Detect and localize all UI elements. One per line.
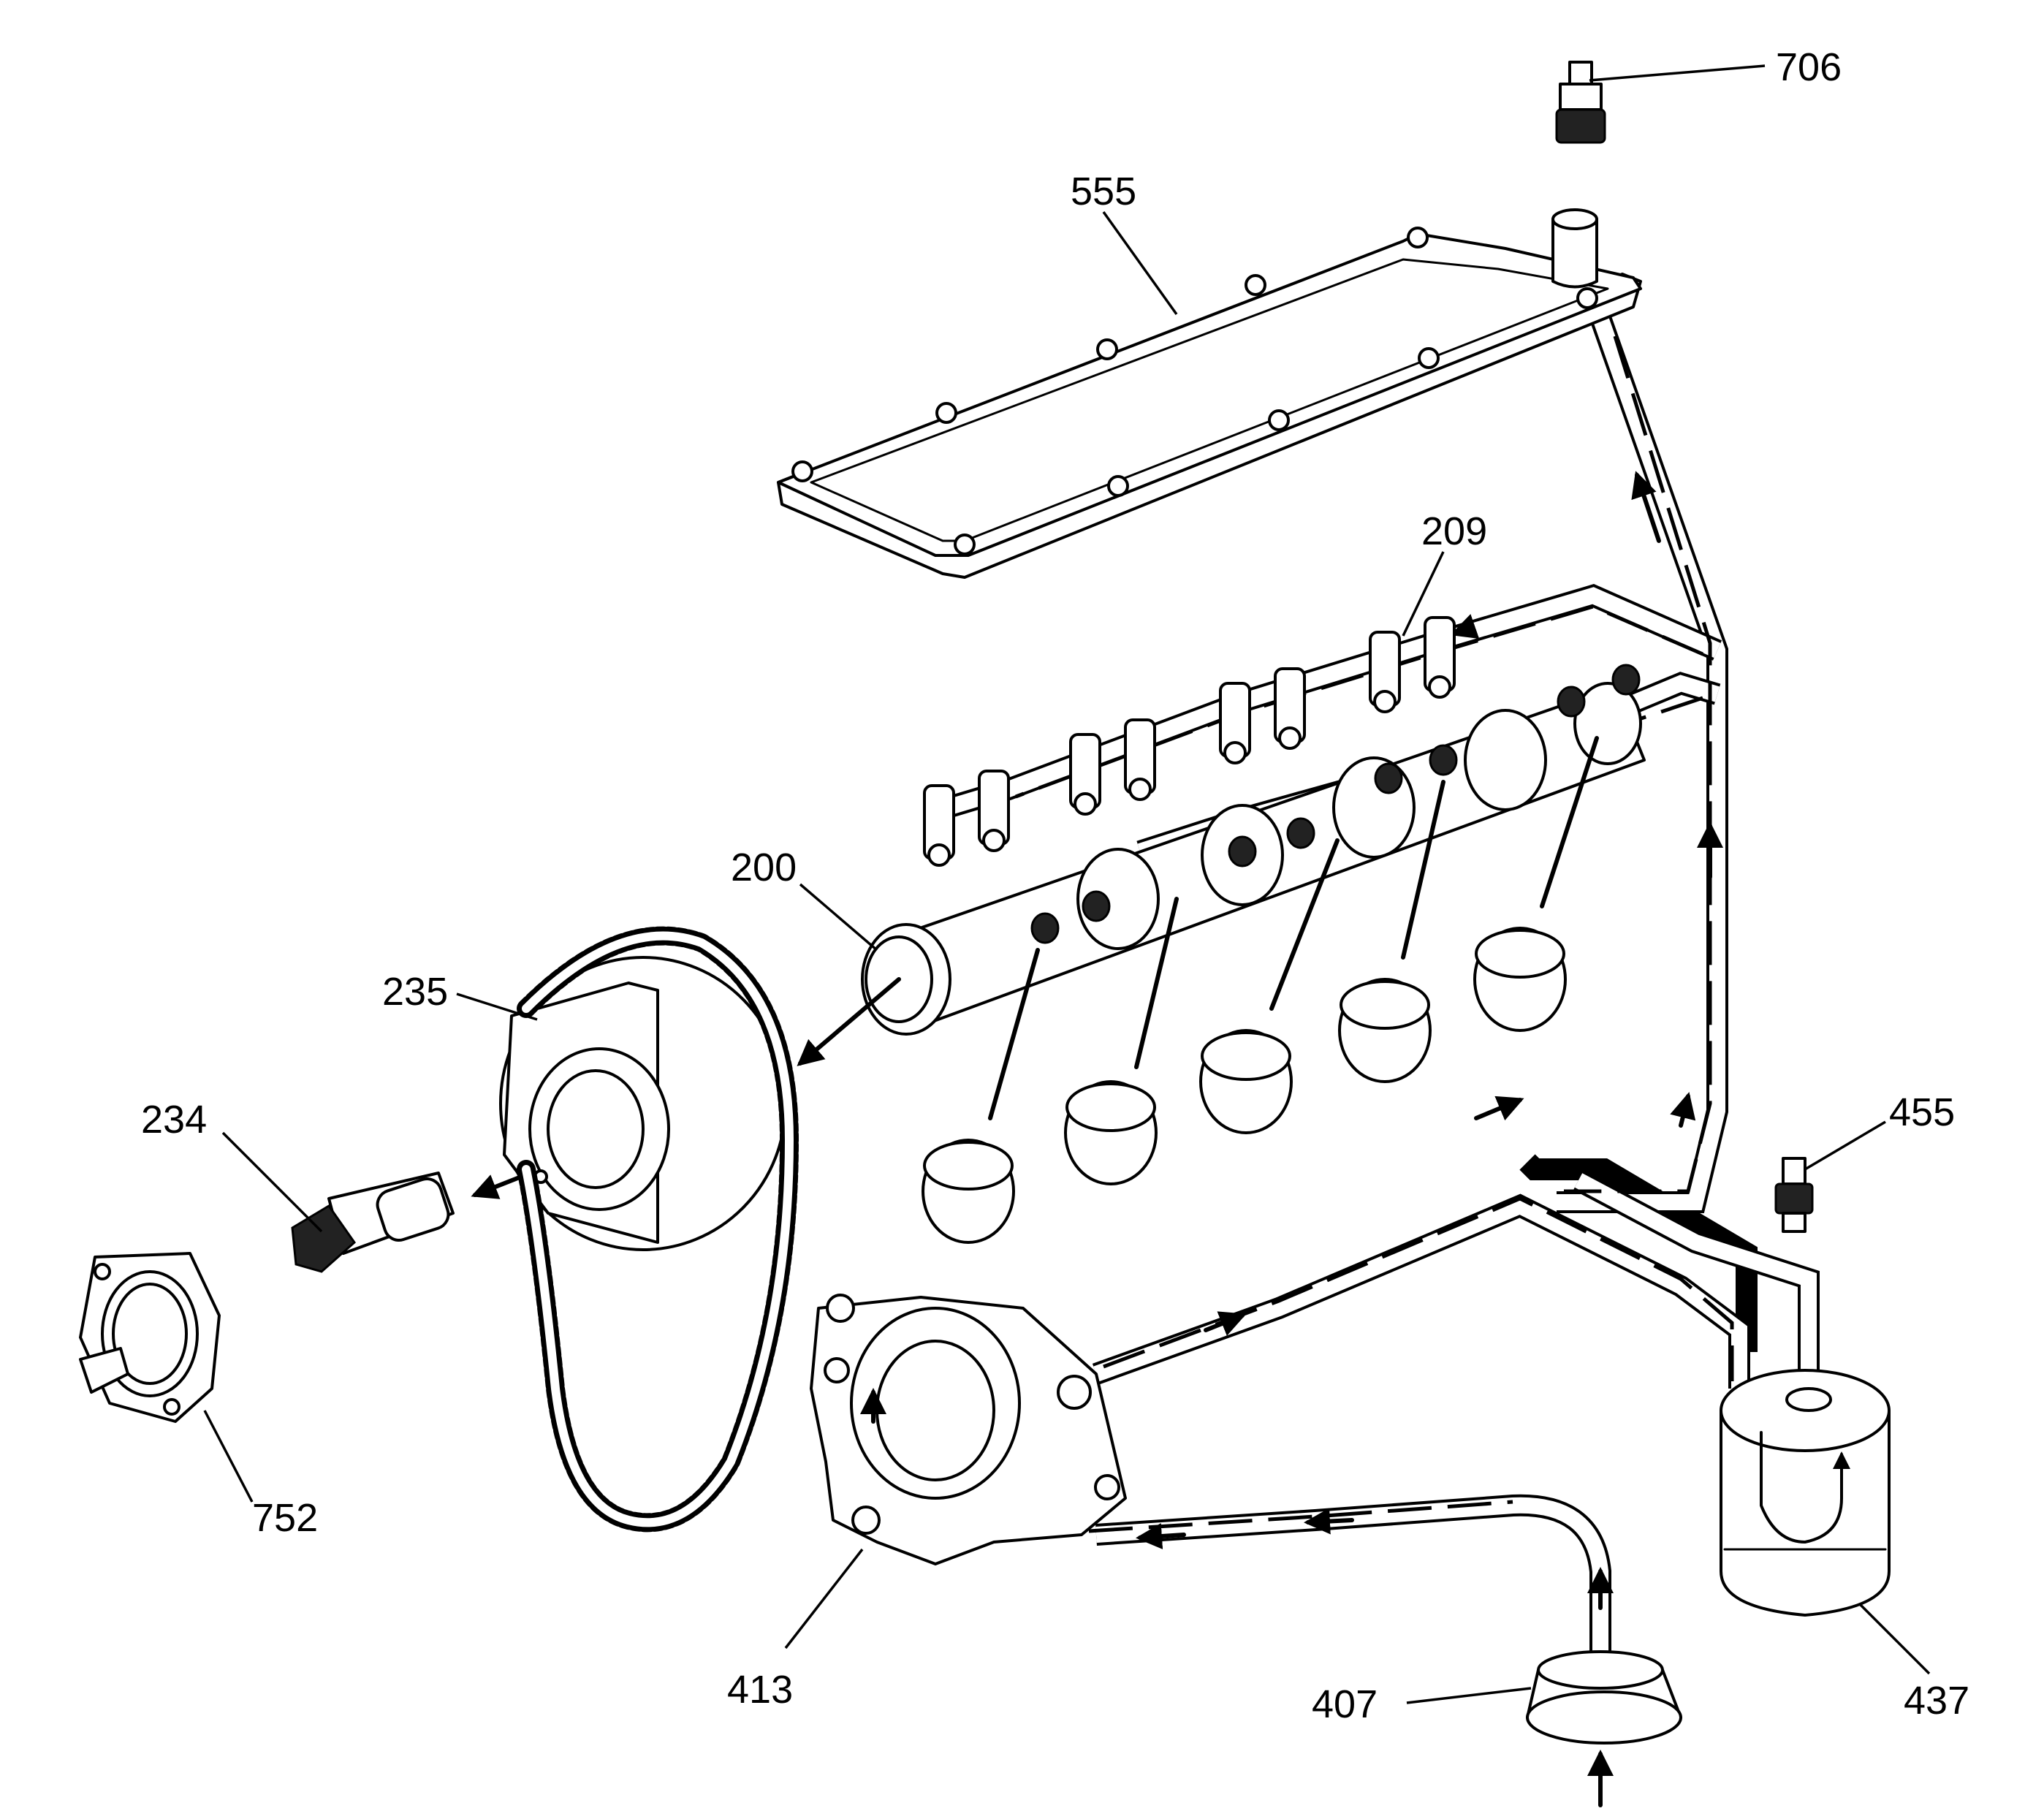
camshaft-position-sensor-752 — [79, 1252, 221, 1423]
callout-209: 209 — [1421, 509, 1487, 553]
oil-pressure-sensor-706 — [1555, 61, 1606, 144]
cam-bearing-rings — [1030, 664, 1641, 944]
callout-labels: 706 555 209 200 235 234 455 752 413 407 … — [141, 45, 1969, 1726]
callout-437: 437 — [1904, 1679, 1969, 1723]
camshaft-sprocket-235 — [499, 956, 787, 1251]
callout-706: 706 — [1776, 45, 1842, 89]
callout-235: 235 — [382, 970, 448, 1014]
camshaft-200 — [471, 664, 1646, 1199]
oil-fitting-455 — [1774, 1157, 1814, 1233]
callout-455: 455 — [1889, 1090, 1955, 1134]
valve-lifters-209 — [923, 616, 1456, 867]
callout-407: 407 — [1312, 1682, 1378, 1726]
leader-lines — [203, 64, 1931, 1704]
oil-pump-413 — [810, 1294, 1127, 1565]
callout-555: 555 — [1071, 170, 1136, 213]
callout-413: 413 — [727, 1668, 793, 1712]
callout-752: 752 — [252, 1496, 318, 1540]
oil-filter-437 — [1720, 1369, 1891, 1617]
gasket-bolt-holes — [791, 227, 1598, 555]
callout-234: 234 — [141, 1098, 207, 1142]
camshaft-bolt-234 — [291, 1172, 455, 1273]
oil-pickup-407 — [1526, 1650, 1682, 1744]
main-bearing-feeds — [922, 736, 1599, 1244]
valley-cover-gasket-555 — [777, 208, 1642, 579]
callout-200: 200 — [731, 846, 797, 889]
timing-chain — [517, 926, 799, 1533]
